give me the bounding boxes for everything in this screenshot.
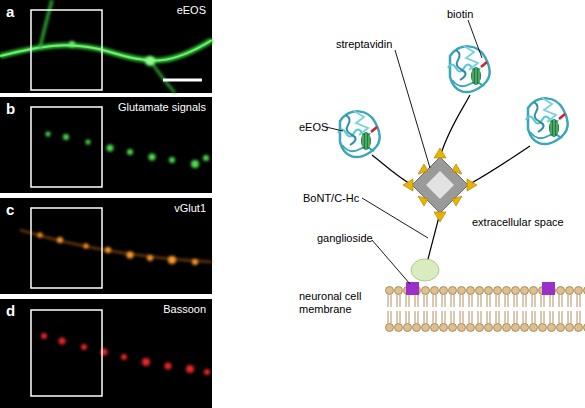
panel-letter: c	[6, 201, 14, 218]
micrograph-panel: d Bassoon	[0, 299, 212, 408]
part-label: neuronal cell membrane	[299, 290, 383, 316]
panel-title: vGlut1	[174, 202, 206, 214]
micrograph-panel: a eEOS	[0, 0, 212, 93]
panel-letter: b	[6, 100, 15, 117]
part-label: BoNT/C-Hc	[303, 192, 359, 205]
micrograph-panel: c vGlut1	[0, 198, 212, 294]
part-label: ganglioside	[317, 232, 373, 245]
part-label: streptavidin	[336, 38, 392, 51]
panel-title: Glutamate signals	[118, 101, 206, 113]
panel-letter: d	[6, 302, 15, 319]
part-label: biotin	[447, 8, 473, 21]
panel-letter: a	[6, 3, 14, 20]
micrograph-panel: b Glutamate signals	[0, 97, 212, 193]
panel-title: Bassoon	[163, 303, 206, 315]
panel-title: eEOS	[177, 4, 206, 16]
part-label: eEOS	[299, 121, 328, 134]
part-label: extracellular space	[472, 216, 564, 229]
